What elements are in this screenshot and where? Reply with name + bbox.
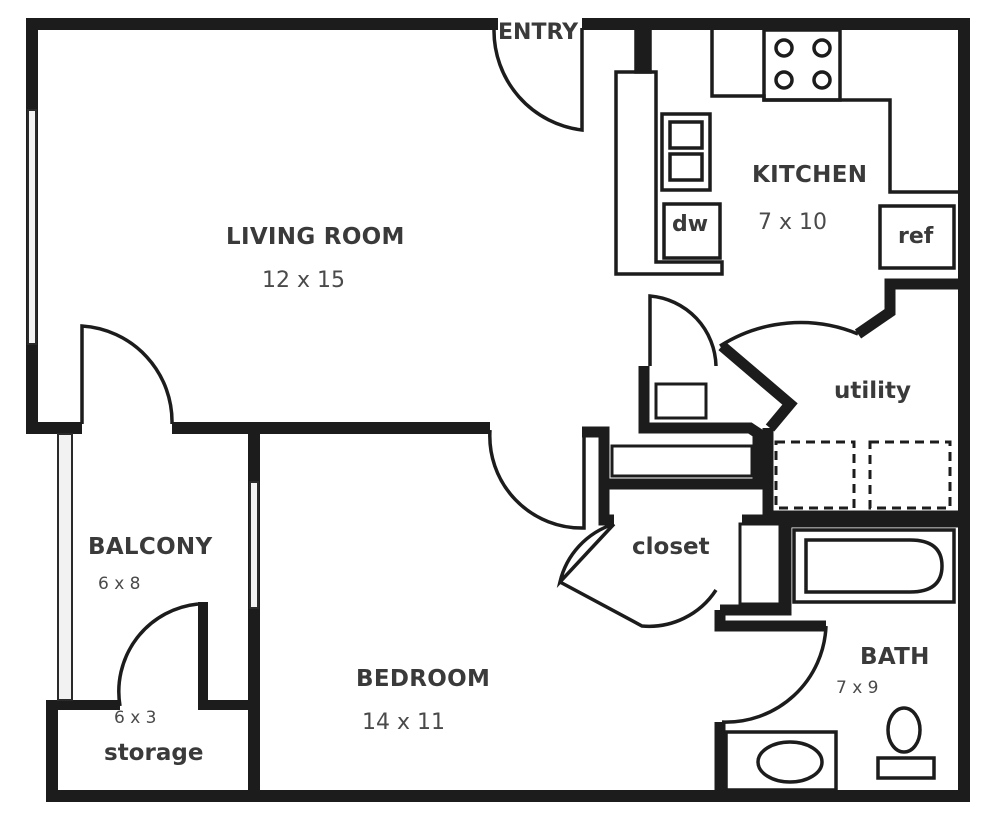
wall-storage-top-right [204, 700, 250, 710]
kitchen-dims: 7 x 10 [758, 210, 827, 235]
vanity [724, 730, 838, 792]
dishwasher-label: dw [672, 212, 709, 237]
closet-label: closet [632, 534, 710, 560]
entry-label: ENTRY [498, 20, 579, 45]
bath-fixtures [724, 528, 956, 792]
pantry-shelf [654, 382, 708, 420]
wall-storage-top [58, 700, 120, 710]
kitchen-counter-left [614, 70, 724, 276]
bath-dims: 7 x 9 [836, 678, 879, 698]
door-swings [80, 28, 859, 724]
kitchen-label: KITCHEN [752, 162, 868, 188]
closet-door-right [559, 580, 718, 629]
sink-basin [668, 152, 704, 182]
burner-icon [774, 70, 794, 90]
stove [762, 28, 842, 102]
wall-utility-door-jamb [718, 341, 798, 432]
kitchen-sink [660, 112, 712, 192]
toilet-bowl [886, 706, 922, 754]
toilet-tank [876, 756, 936, 780]
windows [27, 109, 259, 701]
utility-door [719, 320, 859, 348]
burner-icon [774, 38, 794, 58]
refrigerator-label: ref [898, 224, 934, 249]
living-room-dims: 12 x 15 [262, 268, 345, 293]
bathtub [792, 528, 956, 604]
storage-label: storage [104, 740, 204, 766]
closet-rod-box [738, 522, 782, 606]
closet-door-left [556, 522, 616, 589]
wall-utility-top [854, 278, 958, 339]
bedroom-dims: 14 x 11 [362, 710, 445, 735]
window-living [27, 109, 37, 345]
interior-walls [582, 278, 958, 792]
wall-storage-left [46, 700, 58, 800]
bathtub-basin [804, 538, 944, 594]
wall-top-left [26, 18, 498, 30]
dishwasher-box [662, 202, 722, 260]
closet-details [610, 382, 782, 606]
refrigerator-box [878, 204, 956, 270]
washer-dryer [774, 440, 952, 510]
balcony-label: BALCONY [88, 534, 213, 560]
kitchen-fixtures [614, 26, 960, 276]
storage-door [117, 602, 199, 707]
living-room-label: LIVING ROOM [226, 224, 405, 250]
sink-basin [668, 120, 704, 150]
wall-storage-door-jamb [198, 602, 208, 710]
wall-closet-left [598, 432, 614, 526]
closet-shelf [610, 444, 754, 478]
bath-label: BATH [860, 644, 930, 670]
window-balcony-right [249, 481, 259, 609]
dryer [868, 440, 952, 510]
walls [26, 18, 970, 802]
pantry-door [648, 294, 718, 367]
bedroom-label: BEDROOM [356, 666, 491, 692]
burner-icon [812, 70, 832, 90]
wall-right [958, 18, 970, 800]
wall-bath-left [714, 610, 826, 632]
wall-living-bottom-mid [172, 422, 490, 434]
balcony-door [80, 324, 174, 425]
storage-dims: 6 x 3 [114, 708, 157, 728]
bedroom-door [488, 429, 586, 530]
bath-door [721, 625, 828, 724]
wall-top-right [582, 18, 970, 30]
balcony-dims: 6 x 8 [98, 574, 141, 594]
sink-bowl [756, 740, 824, 784]
entry-door [492, 28, 584, 132]
wall-closet-right [720, 514, 792, 616]
utility-label: utility [834, 378, 912, 404]
wall-kitchen-left-stub [634, 26, 652, 74]
burner-icon [812, 38, 832, 58]
wall-living-bottom-left [26, 422, 82, 434]
washer [774, 440, 856, 510]
window-balcony-left [57, 433, 73, 701]
wall-bottom [46, 790, 970, 802]
